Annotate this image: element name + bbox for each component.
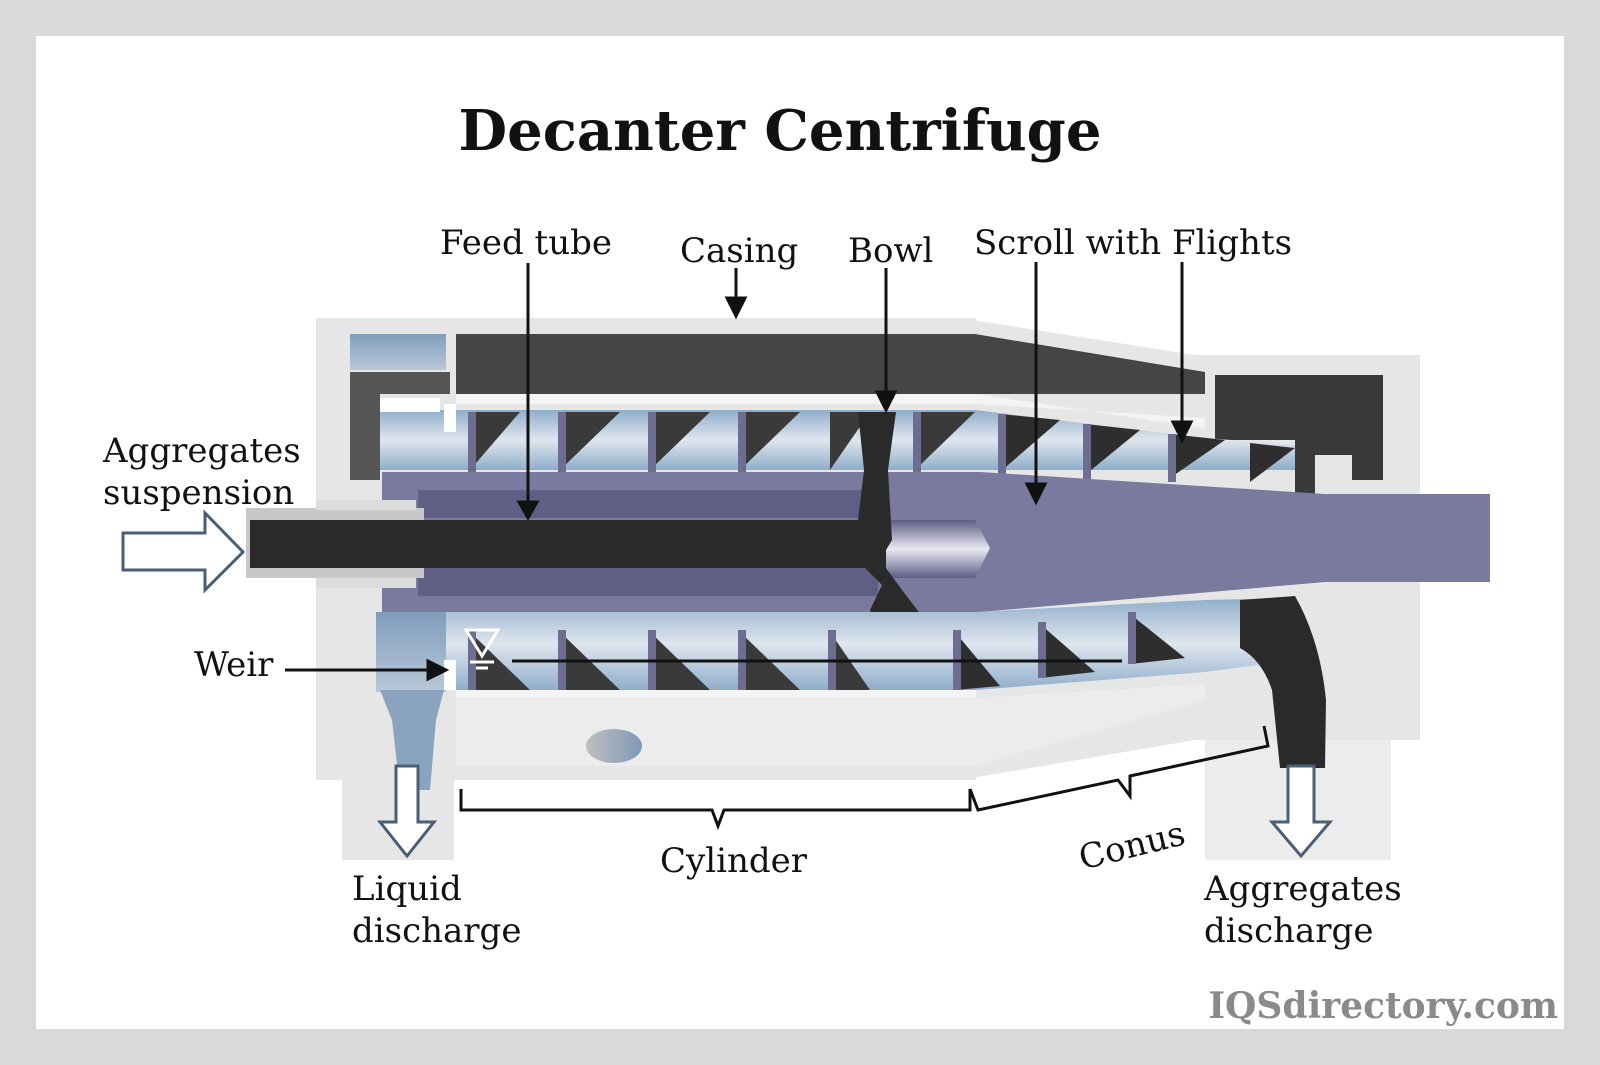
label-bowl: Bowl (848, 231, 933, 271)
liquid-outlet (376, 612, 976, 790)
casing-bottom (456, 684, 1205, 766)
label-aggregates-suspension-line1: Aggregates (102, 431, 301, 471)
label-aggregates-discharge-line1: Aggregates (1203, 869, 1402, 909)
conus-brace (968, 725, 1270, 812)
label-weir: Weir (194, 645, 274, 685)
label-cylinder: Cylinder (660, 841, 808, 881)
label-liquid-discharge-line1: Liquid (352, 869, 462, 909)
liquid-level-marker (463, 628, 1122, 670)
scroll-hub (382, 472, 1490, 612)
leader-lines (285, 262, 1194, 682)
label-aggregates-suspension-line2: suspension (103, 473, 294, 513)
label-scroll-with-flights: Scroll with Flights (974, 223, 1292, 263)
brand-watermark: IQSdirectory.com (1208, 985, 1558, 1027)
label-liquid-discharge-line2: discharge (352, 911, 521, 951)
feed-inlet-top (350, 334, 446, 370)
bolt-oval (586, 729, 642, 763)
liquid-discharge-arrow-icon (376, 764, 438, 859)
casing-top (350, 334, 1417, 510)
feed-tube (246, 500, 886, 588)
page-title: Decanter Centrifuge (459, 98, 1102, 164)
label-casing: Casing (680, 231, 798, 271)
label-feed-tube: Feed tube (440, 223, 612, 263)
label-conus: Conus (1075, 814, 1189, 879)
cylinder-brace (459, 789, 972, 831)
upper-scroll-flights (468, 412, 1295, 482)
label-aggregates-discharge-line2: discharge (1204, 911, 1373, 951)
solids-discharge-arrow-icon (1268, 764, 1334, 859)
solids-discharge-chute (1240, 596, 1326, 768)
inflow-arrow-icon (121, 509, 246, 594)
